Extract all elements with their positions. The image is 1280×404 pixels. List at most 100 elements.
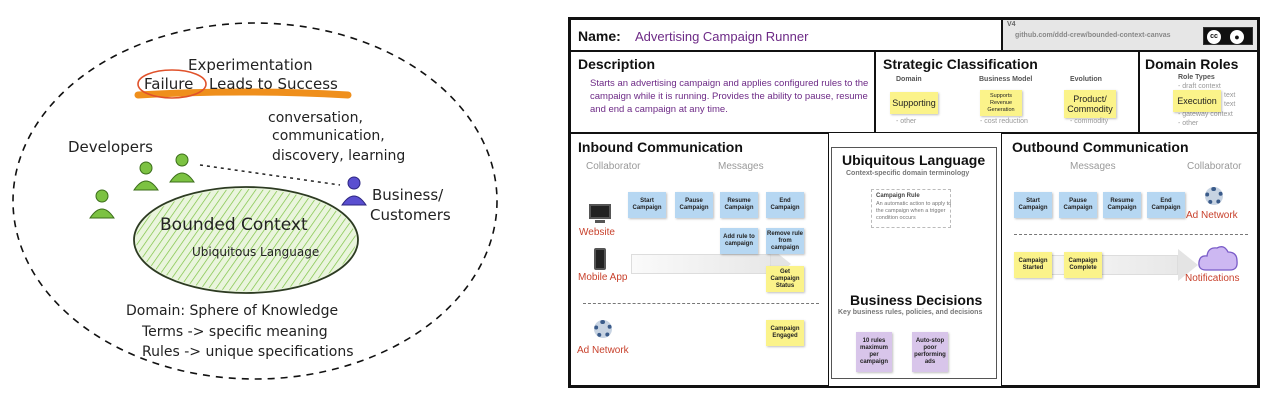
ubiquitous-title: Ubiquitous Language	[842, 152, 986, 168]
msg-start-campaign: Start Campaign	[628, 192, 666, 218]
role-item-5: - other	[1178, 120, 1199, 127]
decision-rules-max: 10 rules maximum per campaign	[856, 332, 892, 372]
campaign-rule-term: Campaign Rule An automatic action to app…	[871, 189, 951, 228]
strategic-cell: Strategic Classification Domain Business…	[875, 51, 1139, 133]
middle-frame	[831, 147, 997, 379]
description-cell: Description Starts an advertising campai…	[570, 51, 875, 133]
description-text: Starts an advertising campaign and appli…	[590, 78, 869, 115]
monitor-stand-icon	[595, 220, 605, 223]
out-campaign-started: Campaign Started	[1014, 252, 1052, 278]
domain-below: - other	[896, 118, 917, 125]
business-person-icon	[341, 176, 367, 206]
outbound-title: Outbound Communication	[1012, 139, 1189, 155]
sketch-activity-2: communication,	[272, 128, 385, 144]
by-icon: ●	[1230, 30, 1244, 44]
version-label: V4	[1007, 21, 1016, 28]
out-resume-campaign: Resume Campaign	[1103, 192, 1141, 218]
inbound-messages-head: Messages	[718, 161, 764, 172]
sketch-orange-underline	[134, 88, 352, 99]
sketch-leads-text: Leads to Success	[209, 75, 338, 93]
sketch-outer-dashed-ellipse	[12, 22, 498, 380]
out-ad-network-gear-icon	[1205, 187, 1223, 205]
outbound-divider	[1014, 234, 1248, 235]
version-cell: V4 github.com/ddd-crew/bounded-context-c…	[1002, 19, 1258, 51]
collaborator-ad-network: Ad Network	[577, 345, 629, 356]
msg-add-rule: Add rule to campaign	[720, 228, 758, 254]
phone-icon	[594, 248, 606, 270]
domain-roles-cell: Domain Roles Role Types - draft context …	[1139, 51, 1258, 133]
decision-auto-stop: Auto-stop poor performing ads	[912, 332, 948, 372]
sketch-business-line-1: Business/	[372, 186, 444, 204]
inbound-arrow	[631, 254, 771, 274]
domain-roles-title: Domain Roles	[1145, 56, 1239, 72]
term-title: Campaign Rule	[876, 193, 920, 199]
bounded-context-hatching	[136, 189, 356, 291]
ubiquitous-subtitle: Context-specific domain terminology	[846, 170, 970, 177]
out-campaign-complete: Campaign Complete	[1064, 252, 1102, 278]
role-item-4: - gateway context	[1178, 111, 1233, 118]
sketch-experimentation-text: Experimentation	[188, 56, 313, 74]
msg-end-campaign: End Campaign	[766, 192, 804, 218]
role-item-3: text	[1224, 101, 1236, 108]
developer-person-icon	[133, 161, 159, 191]
cc-icon: cc	[1207, 30, 1221, 44]
out-collaborator-ad-network: Ad Network	[1186, 210, 1238, 221]
inbound-collaborator-head: Collaborator	[586, 161, 641, 172]
out-collaborator-notifications: Notifications	[1185, 273, 1240, 284]
sketch-domain-line-1: Domain: Sphere of Knowledge	[126, 303, 338, 319]
business-decisions-title: Business Decisions	[850, 292, 983, 308]
msg-pause-campaign: Pause Campaign	[675, 192, 713, 218]
sketch-failure-text: Failure	[144, 75, 193, 93]
sketch-developers-text: Developers	[68, 138, 153, 156]
term-text: An automatic action to apply to the camp…	[876, 201, 952, 221]
name-value: Advertising Campaign Runner	[635, 29, 809, 44]
strategic-title: Strategic Classification	[883, 56, 1038, 72]
msg-remove-rule: Remove rule from campaign	[766, 228, 804, 254]
repo-link[interactable]: github.com/ddd-crew/bounded-context-canv…	[1015, 32, 1171, 39]
name-cell: Name: Advertising Campaign Runner	[570, 19, 1002, 51]
description-title: Description	[578, 56, 656, 72]
strategic-business-head: Business Model	[979, 76, 1033, 83]
role-types-head: Role Types	[1178, 74, 1215, 81]
sketch-domain-line-2: Terms -> specific meaning	[141, 324, 328, 340]
evolution-sticky: Product/ Commodity	[1064, 90, 1116, 118]
inbound-cell: Inbound Communication Collaborator Messa…	[570, 133, 829, 386]
business-below: - cost reduction	[980, 118, 1028, 125]
monitor-icon	[589, 204, 611, 219]
out-pause-campaign: Pause Campaign	[1059, 192, 1097, 218]
cloud-icon	[1198, 246, 1238, 271]
sketch-business-line-2: Customers	[370, 206, 451, 224]
business-model-sticky: Supports Revenue Generation	[980, 90, 1022, 116]
name-label: Name:	[578, 28, 621, 44]
domain-sticky: Supporting	[890, 92, 938, 114]
outbound-collaborator-head: Collaborator	[1187, 161, 1242, 172]
sketch-domain-line-3: Rules -> unique specifications	[142, 344, 354, 360]
collaborator-mobile-app: Mobile App	[578, 272, 628, 283]
inbound-divider	[583, 303, 819, 304]
developer-person-icon	[169, 153, 195, 183]
strategic-evolution-head: Evolution	[1070, 76, 1102, 83]
sketch-activity-3: discovery, learning	[272, 148, 405, 164]
inbound-title: Inbound Communication	[578, 139, 743, 155]
sketch-dotted-link	[199, 164, 341, 186]
role-sticky: Execution	[1173, 90, 1221, 112]
evolution-below: - commodity	[1070, 118, 1109, 125]
outbound-messages-head: Messages	[1070, 161, 1116, 172]
msg-get-campaign-status: Get Campaign Status	[766, 266, 804, 292]
out-start-campaign: Start Campaign	[1014, 192, 1052, 218]
msg-campaign-engaged: Campaign Engaged	[766, 320, 804, 346]
ubiquitous-language-text: Ubiquitous Language	[192, 245, 319, 259]
strategic-domain-head: Domain	[896, 76, 922, 83]
ubiquitous-language-cell: Ubiquitous Language Context-specific dom…	[829, 133, 1001, 386]
bounded-context-canvas: Name: Advertising Campaign Runner V4 git…	[568, 17, 1260, 388]
sketch-failure-circle	[137, 69, 207, 99]
role-item-1: - draft context	[1178, 83, 1221, 90]
role-item-2: text	[1224, 92, 1236, 99]
cc-license-badge[interactable]: cc ●	[1203, 27, 1253, 45]
bounded-context-sketch: Experimentation Failure Leads to Success…	[12, 22, 498, 380]
out-end-campaign: End Campaign	[1147, 192, 1185, 218]
ad-network-gear-icon	[594, 320, 612, 338]
outbound-cell: Outbound Communication Messages Collabor…	[1001, 133, 1258, 386]
sketch-activity-1: conversation,	[268, 110, 363, 126]
developer-person-icon	[89, 189, 115, 219]
